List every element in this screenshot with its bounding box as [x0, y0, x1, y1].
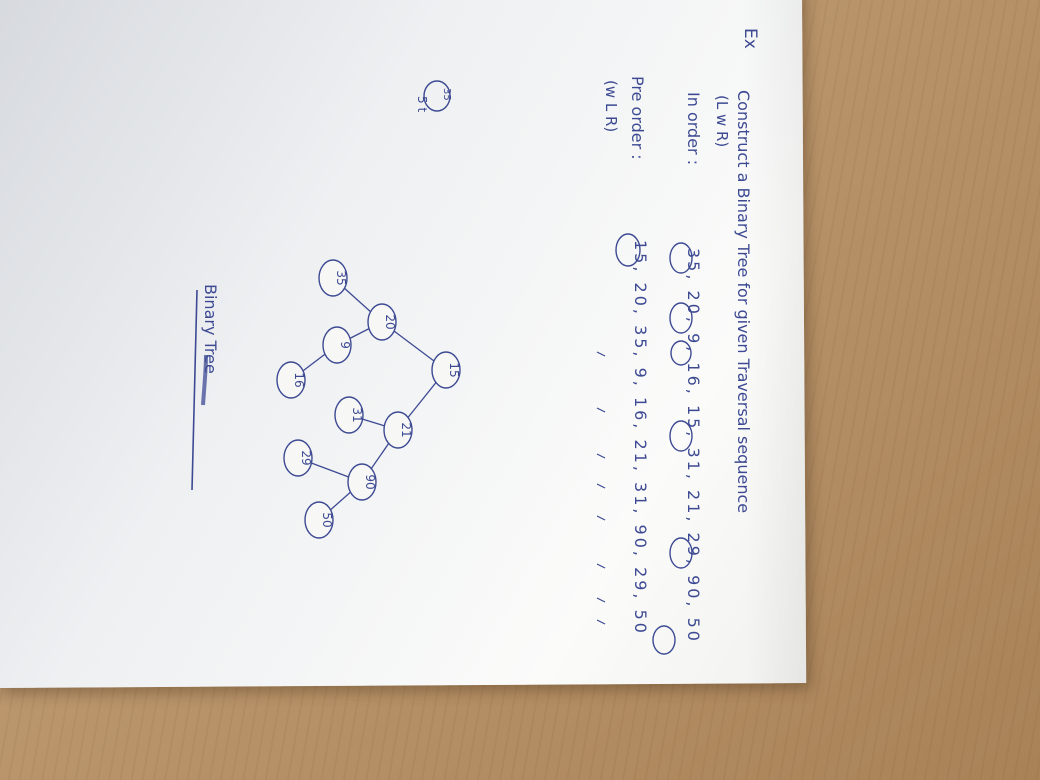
caption-scribble: [201, 354, 208, 406]
tree-node-label: 21: [399, 422, 413, 437]
tree-node-label: 16: [292, 372, 306, 387]
tree-node-21: 21: [383, 411, 413, 449]
preorder-circle-mark: [615, 233, 641, 267]
header-ex: Ex: [740, 28, 760, 49]
tree-node-50: 50: [304, 501, 334, 539]
tree-node-label: 35: [334, 270, 348, 285]
header-line1: Construct a Binary Tree for given Traver…: [734, 90, 753, 513]
preorder-sequence: 15, 20, 35, 9, 16, 21, 31, 90, 29, 50: [631, 240, 650, 636]
inorder-sequence: 35, 20, 9, 16, 15, 31, 21, 29, 90, 50: [684, 248, 703, 644]
tree-node-15: 15: [431, 351, 461, 389]
tree-node-label: 29: [299, 450, 313, 465]
side-circle-mark: [423, 80, 451, 112]
side-mark-text: 5 t: [415, 96, 429, 112]
tree-node-90: 90: [347, 463, 377, 501]
side-circle-label: 35: [441, 88, 452, 101]
tree-node-35: 35: [318, 259, 348, 297]
tree-node-label: 20: [383, 314, 397, 329]
tree-node-label: 15: [447, 362, 461, 377]
tree-node-label: 31: [350, 407, 364, 422]
inorder-label: In order :: [684, 92, 703, 165]
preorder-check-marks: [596, 351, 606, 625]
caption-underline: [191, 289, 198, 491]
tree-node-label: 9: [338, 341, 352, 349]
tree-node-label: 50: [320, 512, 334, 527]
tree-node-31: 31: [334, 396, 364, 434]
tree-nodes: 15 20 35 9 16 21 31 90 29 50: [276, 259, 461, 539]
tree-node-16: 16: [276, 361, 306, 399]
tree-node-label: 90: [363, 474, 377, 489]
header-line2: (L w R): [713, 95, 731, 147]
inorder-circle-marks: [652, 242, 693, 655]
tree-node-29: 29: [283, 439, 313, 477]
preorder-sublabel: (w L R): [602, 80, 620, 132]
tree-node-9: 9: [322, 326, 352, 364]
tree-node-20: 20: [367, 303, 397, 341]
tree-caption: Binary Tree: [201, 284, 220, 374]
preorder-label: Pre order :: [628, 76, 647, 160]
